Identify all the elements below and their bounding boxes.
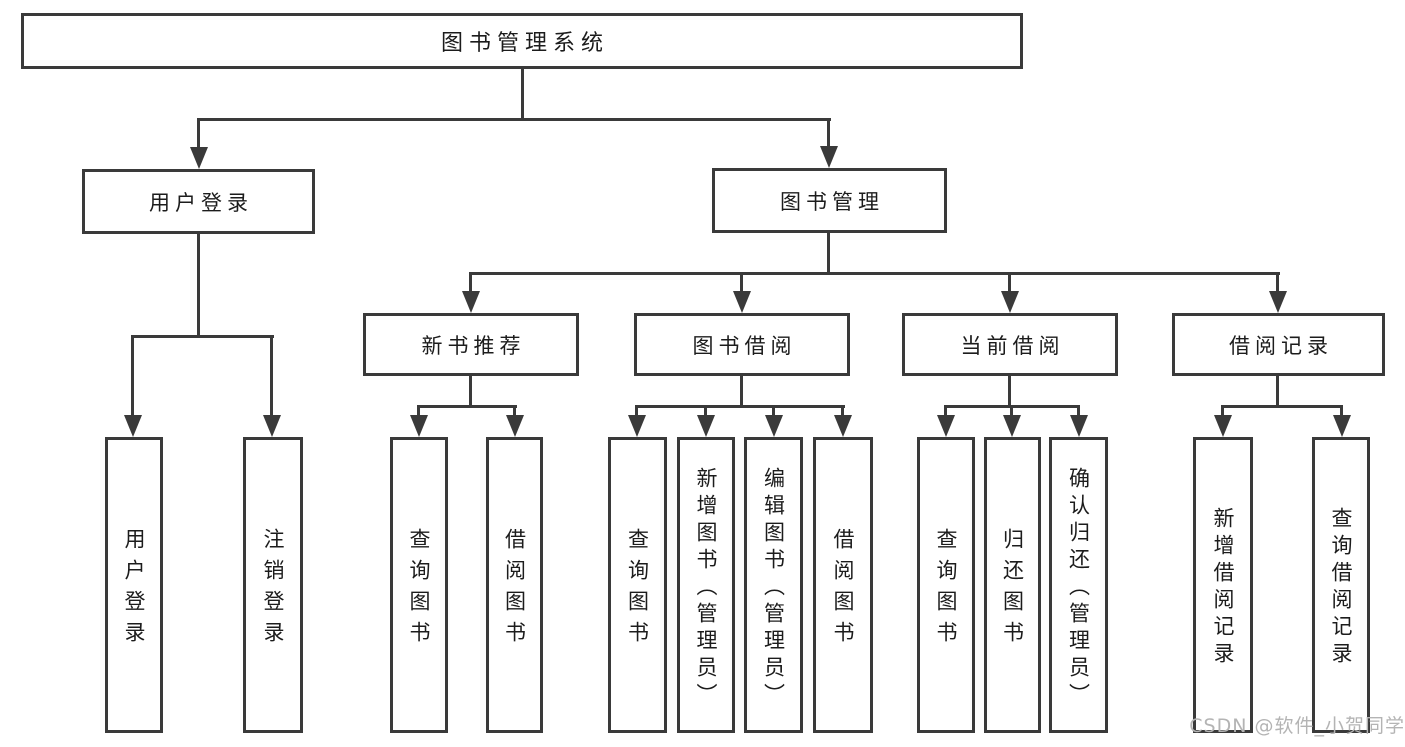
connector-leaf-drop xyxy=(1221,405,1224,417)
arrowhead-user-login xyxy=(190,147,208,169)
leaf-query-books-2-label: 查询图书 xyxy=(625,528,650,652)
connector-level3-drop xyxy=(1276,272,1279,293)
arrowhead-leaf xyxy=(628,415,646,437)
arrowhead-leaf xyxy=(1070,415,1088,437)
connector-root-stem xyxy=(521,69,524,118)
arrowhead-current-borrowing xyxy=(1001,291,1019,313)
node-new-book-recommend-label: 新书推荐 xyxy=(421,333,526,358)
node-library-system-label: 图书管理系统 xyxy=(440,31,609,56)
connector-leaf-drop xyxy=(772,405,775,417)
node-book-management: 图书管理 xyxy=(712,168,947,233)
watermark: CSDN @软件_小贺同学 xyxy=(1189,715,1405,737)
connector-leaf-drop xyxy=(1340,405,1343,417)
node-library-system: 图书管理系统 xyxy=(21,13,1023,69)
arrowhead-leaf xyxy=(410,415,428,437)
leaf-confirm-return-admin-label: 确认归还（管理员） xyxy=(1066,466,1091,710)
connector-level3-split xyxy=(469,272,1280,275)
connector-user-login-stem xyxy=(197,234,200,335)
node-borrow-records-label: 借阅记录 xyxy=(1229,333,1333,358)
arrowhead-leaf xyxy=(834,415,852,437)
node-borrow-records: 借阅记录 xyxy=(1172,313,1385,376)
connector-leaf-drop xyxy=(635,405,638,417)
arrowhead-leaf xyxy=(263,415,281,437)
arrowhead-leaf xyxy=(1003,415,1021,437)
connector-user-login-split xyxy=(131,335,274,338)
connector-borrow-records-stem xyxy=(1276,376,1279,405)
leaf-return-books: 归还图书 xyxy=(984,437,1041,733)
leaf-query-books-1: 查询图书 xyxy=(390,437,448,733)
leaf-add-borrow-record-label: 新增借阅记录 xyxy=(1211,507,1235,669)
connector-user-login-drop xyxy=(197,118,200,149)
arrowhead-leaf xyxy=(937,415,955,437)
connector-level3-drop xyxy=(740,272,743,293)
leaf-add-borrow-record: 新增借阅记录 xyxy=(1193,437,1253,733)
connector-current-borrowing-stem xyxy=(1008,376,1011,405)
connector-leaf-drop xyxy=(417,405,420,417)
arrowhead-leaf xyxy=(124,415,142,437)
arrowhead-leaf xyxy=(1333,415,1351,437)
node-book-management-label: 图书管理 xyxy=(780,189,884,214)
connector-book-borrowing-stem xyxy=(740,376,743,405)
arrowhead-book-mgmt xyxy=(820,146,838,168)
connector-level3-drop xyxy=(1008,272,1011,293)
leaf-user-login-label: 用户登录 xyxy=(122,528,146,652)
leaf-borrow-books-2-label: 借阅图书 xyxy=(831,528,855,652)
leaf-edit-books-admin: 编辑图书（管理员） xyxy=(744,437,803,733)
connector-new-book-split xyxy=(417,405,517,408)
leaf-query-books-2: 查询图书 xyxy=(608,437,667,733)
leaf-query-books-3: 查询图书 xyxy=(917,437,975,733)
connector-leaf-drop xyxy=(1010,405,1013,417)
node-current-borrowing-label: 当前借阅 xyxy=(960,333,1065,358)
arrowhead-new-book xyxy=(462,291,480,313)
leaf-edit-books-admin-label: 编辑图书（管理员） xyxy=(761,466,786,710)
connector-level3-drop xyxy=(469,272,472,293)
leaf-query-borrow-record-label: 查询借阅记录 xyxy=(1329,507,1353,669)
leaf-add-books-admin: 新增图书（管理员） xyxy=(677,437,735,733)
arrowhead-leaf xyxy=(765,415,783,437)
leaf-logout-label: 注销登录 xyxy=(261,528,285,652)
node-user-login: 用户登录 xyxy=(82,169,315,234)
node-book-borrowing-label: 图书借阅 xyxy=(692,333,797,358)
connector-leaf-drop xyxy=(270,335,273,417)
connector-book-mgmt-drop xyxy=(827,118,830,148)
leaf-add-books-admin-label: 新增图书（管理员） xyxy=(694,466,718,710)
leaf-logout: 注销登录 xyxy=(243,437,303,733)
leaf-borrow-books-1-label: 借阅图书 xyxy=(502,528,527,652)
connector-leaf-drop xyxy=(841,405,844,417)
connector-leaf-drop xyxy=(131,335,134,417)
leaf-borrow-books-1: 借阅图书 xyxy=(486,437,543,733)
connector-leaf-drop xyxy=(944,405,947,417)
arrowhead-leaf xyxy=(1214,415,1232,437)
leaf-user-login: 用户登录 xyxy=(105,437,163,733)
leaf-borrow-books-2: 借阅图书 xyxy=(813,437,873,733)
leaf-return-books-label: 归还图书 xyxy=(1000,528,1025,652)
connector-borrow-records-split xyxy=(1221,405,1343,408)
connector-book-borrowing-split xyxy=(635,405,845,408)
connector-leaf-drop xyxy=(513,405,516,417)
connector-level2-split xyxy=(198,118,831,121)
arrowhead-book-borrowing xyxy=(733,291,751,313)
node-user-login-label: 用户登录 xyxy=(149,190,253,215)
arrowhead-leaf xyxy=(697,415,715,437)
arrowhead-leaf xyxy=(506,415,524,437)
node-new-book-recommend: 新书推荐 xyxy=(363,313,579,376)
arrowhead-borrow-records xyxy=(1269,291,1287,313)
leaf-query-books-3-label: 查询图书 xyxy=(934,528,958,652)
node-current-borrowing: 当前借阅 xyxy=(902,313,1118,376)
leaf-confirm-return-admin: 确认归还（管理员） xyxy=(1049,437,1108,733)
leaf-query-books-1-label: 查询图书 xyxy=(407,528,431,652)
connector-book-mgmt-stem xyxy=(827,233,830,272)
leaf-query-borrow-record: 查询借阅记录 xyxy=(1312,437,1370,733)
node-book-borrowing: 图书借阅 xyxy=(634,313,850,376)
connector-new-book-stem xyxy=(469,376,472,405)
connector-leaf-drop xyxy=(1077,405,1080,417)
connector-leaf-drop xyxy=(704,405,707,417)
